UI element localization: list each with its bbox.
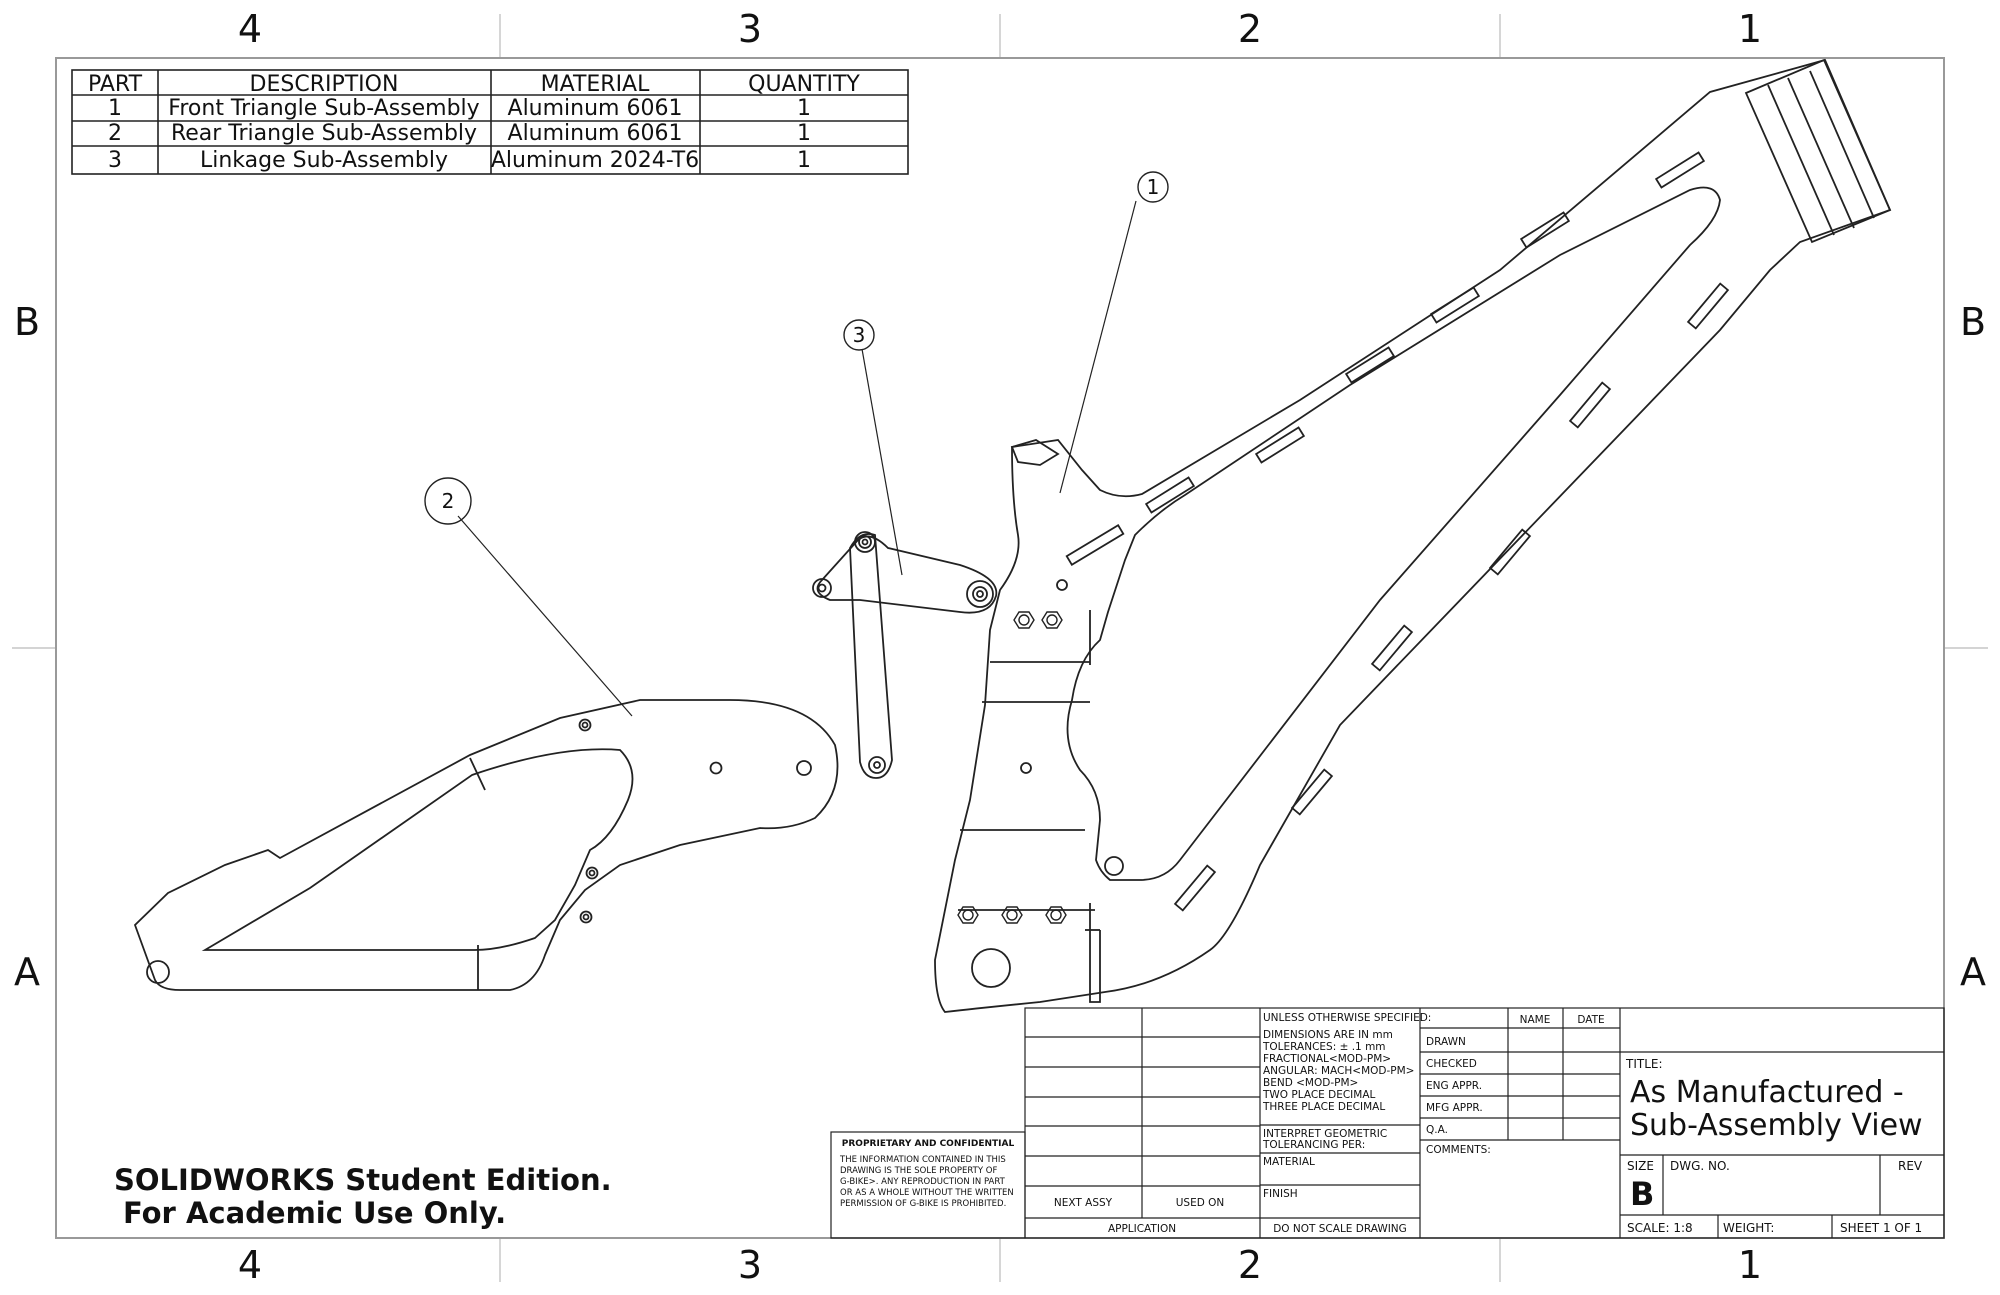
drawing-title-line2: Sub-Assembly View [1630,1108,1923,1143]
proprietary-line: OR AS A WHOLE WITHOUT THE WRITTEN [840,1188,1014,1198]
bom-header-part: PART [88,72,143,97]
spec-line: ANGULAR: MACH<MOD-PM> [1263,1065,1414,1077]
zone-col-top-2: 2 [1238,7,1262,51]
spec-line: DIMENSIONS ARE IN mm [1263,1029,1393,1041]
zone-row-left-a: A [14,950,40,994]
zone-col-bottom-2: 2 [1238,1243,1262,1287]
linkage-view [812,531,998,779]
finish-label: FINISH [1263,1188,1298,1200]
bom-cell-description: Linkage Sub-Assembly [200,148,448,173]
spec-line: THREE PLACE DECIMAL [1262,1101,1385,1113]
bom-header-material: MATERIAL [541,72,650,97]
bom-header-quantity: QUANTITY [748,72,860,97]
bom-cell-material: Aluminum 2024-T6 [491,148,699,173]
bom-cell-description: Front Triangle Sub-Assembly [168,96,479,121]
role-checked: CHECKED [1426,1058,1477,1070]
rev-label: REV [1898,1159,1923,1173]
bom-cell-part: 2 [108,121,122,146]
bom-cell-quantity: 1 [797,121,811,146]
application-label: APPLICATION [1108,1223,1176,1235]
role-eng-appr: ENG APPR. [1426,1080,1482,1092]
spec-heading: UNLESS OTHERWISE SPECIFIED: [1263,1012,1431,1024]
bom-cell-material: Aluminum 6061 [508,96,683,121]
tolerancing-per-label: TOLERANCING PER: [1262,1139,1365,1151]
spec-line: BEND <MOD-PM> [1263,1077,1358,1089]
rear-triangle-view [133,699,839,991]
proprietary-line: DRAWING IS THE SOLE PROPERTY OF [840,1166,997,1176]
next-assy-label: NEXT ASSY [1054,1197,1113,1209]
zone-row-right-a: A [1960,950,1986,994]
balloon-3-label: 3 [853,323,866,347]
date-column-header: DATE [1577,1014,1604,1026]
spec-line: TWO PLACE DECIMAL [1262,1089,1376,1101]
bom-header-description: DESCRIPTION [250,72,399,97]
spec-line: FRACTIONAL<MOD-PM> [1263,1053,1391,1065]
zone-col-bottom-4: 4 [238,1243,262,1287]
role-drawn: DRAWN [1426,1036,1466,1048]
role-qa: Q.A. [1426,1124,1448,1136]
zone-col-bottom-3: 3 [738,1243,762,1287]
name-column-header: NAME [1520,1014,1551,1026]
student-edition-watermark-line1: SOLIDWORKS Student Edition. [114,1163,612,1197]
drawing-title-line1: As Manufactured - [1630,1075,1904,1110]
front-triangle-view [934,58,1892,1013]
zone-markers: 4 3 2 1 4 3 2 1 B A B A [12,7,1988,1287]
proprietary-line: THE INFORMATION CONTAINED IN THIS [839,1155,1006,1165]
bom-cell-material: Aluminum 6061 [508,121,683,146]
bill-of-materials: PART DESCRIPTION MATERIAL QUANTITY 1 Fro… [71,69,909,175]
weight-label: WEIGHT: [1723,1221,1774,1235]
title-label: TITLE: [1625,1057,1663,1071]
balloon-2 [424,477,472,525]
bom-cell-quantity: 1 [797,96,811,121]
scale-label: SCALE: 1:8 [1627,1221,1693,1235]
part-balloons: 1 3 2 [424,171,1169,717]
interpret-geometric-label: INTERPRET GEOMETRIC [1263,1128,1387,1140]
zone-col-top-4: 4 [238,7,262,51]
balloon-2-label: 2 [442,489,455,513]
balloon-1 [1137,171,1169,203]
student-edition-watermark-line2: For Academic Use Only. [123,1196,506,1230]
balloon-3 [843,319,875,351]
bom-cell-part: 3 [108,148,122,173]
zone-row-right-b: B [1960,300,1986,344]
proprietary-heading: PROPRIETARY AND CONFIDENTIAL [842,1139,1015,1149]
comments-label: COMMENTS: [1426,1144,1491,1156]
material-label: MATERIAL [1263,1156,1315,1168]
size-value: B [1630,1175,1654,1213]
dwg-no-label: DWG. NO. [1670,1159,1730,1173]
balloon-1-label: 1 [1147,175,1160,199]
bom-cell-description: Rear Triangle Sub-Assembly [171,121,477,146]
proprietary-block: PROPRIETARY AND CONFIDENTIAL THE INFORMA… [830,1131,1026,1239]
zone-col-top-3: 3 [738,7,762,51]
bom-cell-part: 1 [108,96,122,121]
proprietary-line: PERMISSION OF G-BIKE IS PROHIBITED. [840,1199,1006,1209]
title-block: NEXT ASSY USED ON APPLICATION UNLESS OTH… [1024,1007,1945,1239]
zone-col-top-1: 1 [1738,7,1762,51]
bom-cell-quantity: 1 [797,148,811,173]
used-on-label: USED ON [1176,1197,1225,1209]
role-mfg-appr: MFG APPR. [1426,1102,1483,1114]
zone-col-bottom-1: 1 [1738,1243,1762,1287]
size-label: SIZE [1627,1159,1654,1173]
spec-line: TOLERANCES: ± .1 mm [1262,1041,1386,1053]
sheet-label: SHEET 1 OF 1 [1840,1221,1922,1235]
zone-row-left-b: B [14,300,40,344]
do-not-scale-label: DO NOT SCALE DRAWING [1273,1223,1407,1235]
proprietary-line: G-BIKE>. ANY REPRODUCTION IN PART [840,1177,1006,1187]
